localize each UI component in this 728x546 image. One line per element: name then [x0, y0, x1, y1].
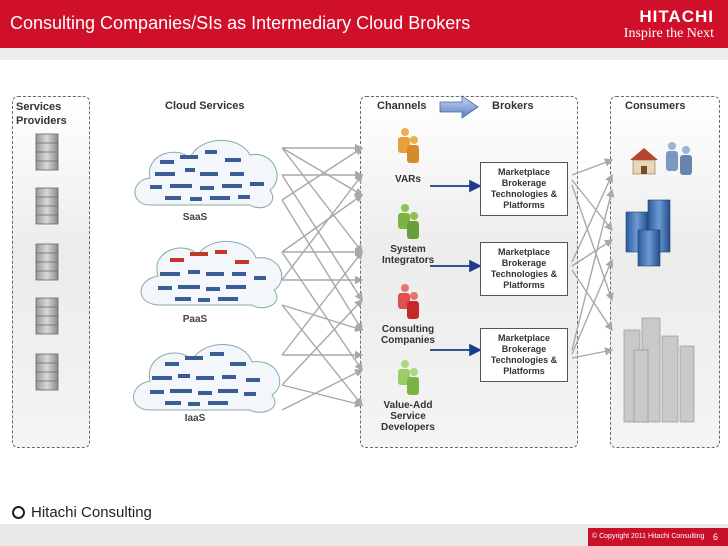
channel-text: Value-Add Service Developers [381, 400, 435, 433]
copyright-text: © Copyright 2011 Hitachi Consulting [588, 528, 728, 546]
iaas-cloud-icon [133, 344, 281, 413]
value-add-developers-people-icon [398, 360, 419, 395]
hitachi-logo: HITACHI Inspire the Next [624, 8, 714, 42]
broker-line: Technologies & [490, 355, 558, 365]
slide-title: Consulting Companies/SIs as Intermediary… [10, 13, 471, 33]
header-bar: Consulting Companies/SIs as Intermediary… [0, 0, 728, 48]
channel-label-value-add-developers: Value-Add Service Developers [368, 400, 448, 433]
broker-box: Marketplace Brokerage Technologies & Pla… [480, 328, 568, 382]
server-icon [35, 243, 59, 281]
server-icon [35, 187, 59, 225]
broker-box: Marketplace Brokerage Technologies & Pla… [480, 162, 568, 216]
server-icons [35, 133, 59, 391]
services-providers-label: Services Providers [16, 101, 67, 127]
server-icon [35, 297, 59, 335]
office-buildings-icon [625, 199, 671, 267]
broker-line: Platforms [503, 280, 545, 290]
broker-line: Platforms [503, 366, 545, 376]
vars-people-icon [398, 128, 419, 163]
broker-line: Marketplace [497, 333, 551, 343]
cloud-label-iaas: IaaS [184, 413, 206, 424]
broker-line: Platforms [503, 200, 545, 210]
connector-lines [281, 143, 364, 411]
footer-bar [0, 524, 728, 546]
broker-arrows [430, 179, 482, 357]
consulting-companies-people-icon [398, 284, 419, 319]
hitachi-consulting-text: Hitachi Consulting [31, 504, 152, 521]
broker-line: Marketplace [497, 247, 551, 257]
channels-label: Channels [377, 100, 427, 112]
cloud-label-paas: PaaS [182, 314, 208, 325]
server-icon [35, 353, 59, 391]
hitachi-consulting-mark-icon [12, 506, 25, 519]
broker-line: Marketplace [497, 167, 551, 177]
consumer-people-icon [666, 142, 692, 175]
consumer-connector-lines [571, 158, 615, 359]
saas-cloud-icon [134, 139, 278, 209]
channels-to-brokers-arrow [439, 95, 479, 119]
channel-text: Consulting Companies [381, 324, 435, 346]
broker-line: Brokerage [501, 258, 547, 268]
channel-label-consulting-companies: Consulting Companies [368, 324, 448, 346]
house-icon [630, 148, 658, 175]
paas-cloud-icon [140, 241, 283, 309]
broker-line: Brokerage [501, 344, 547, 354]
page-number: 6 [712, 532, 718, 542]
hitachi-consulting-logo: Hitachi Consulting [12, 504, 152, 521]
broker-line: Brokerage [501, 178, 547, 188]
cloud-label-saas: SaaS [182, 212, 208, 223]
header-band [0, 48, 728, 60]
broker-box: Marketplace Brokerage Technologies & Pla… [480, 242, 568, 296]
broker-line: Technologies & [490, 269, 558, 279]
channel-label-vars: VARs [395, 174, 421, 185]
system-integrators-people-icon [398, 204, 419, 239]
skyscrapers-icon [623, 317, 695, 423]
brokers-label: Brokers [492, 100, 534, 112]
broker-line: Technologies & [490, 189, 558, 199]
logo-wordmark: HITACHI [639, 7, 714, 26]
consumers-label: Consumers [625, 100, 686, 112]
cloud-services-label: Cloud Services [165, 100, 245, 112]
channel-text: System Integrators [382, 244, 435, 266]
channel-label-system-integrators: System Integrators [368, 244, 448, 266]
logo-tagline: Inspire the Next [623, 26, 714, 41]
server-icon [35, 133, 59, 171]
